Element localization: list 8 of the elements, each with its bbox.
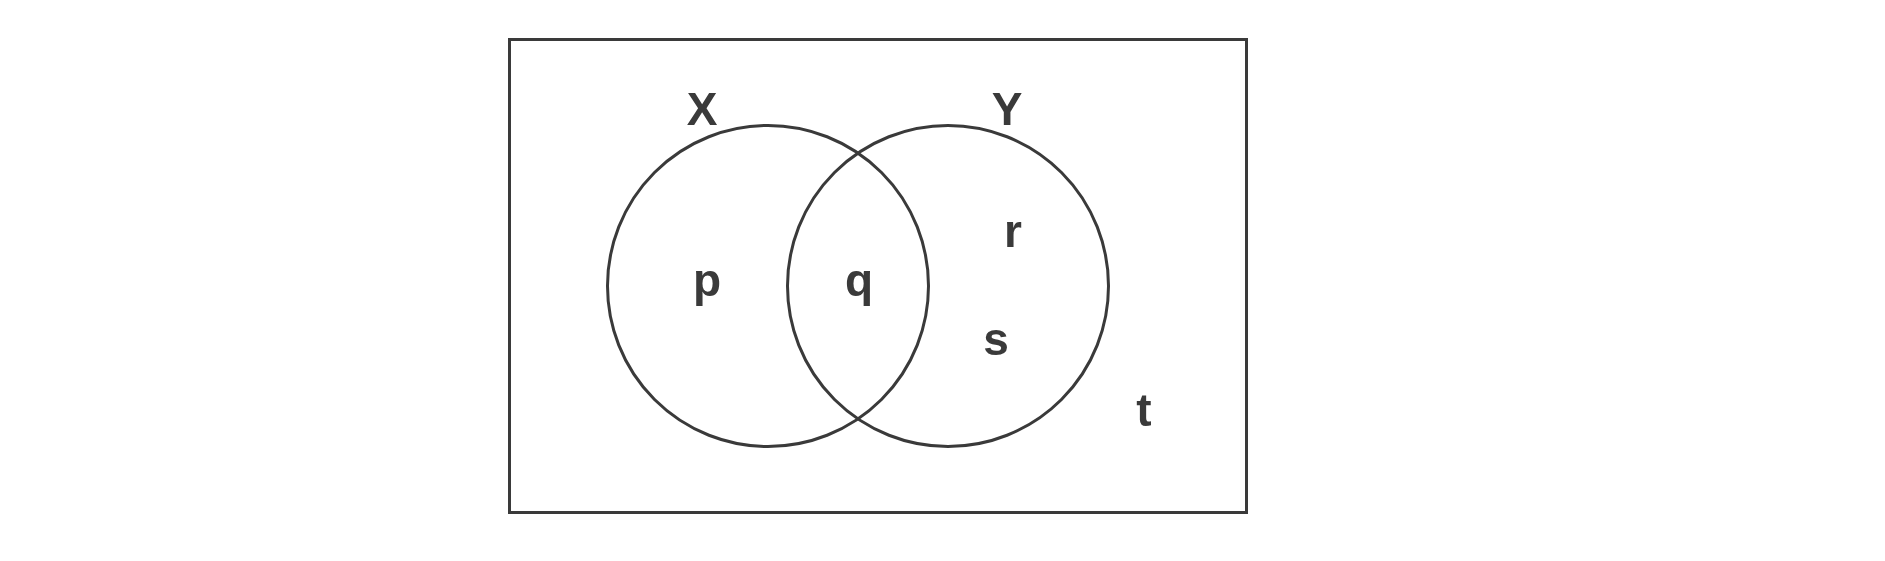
universal-set-rectangle: [508, 38, 1248, 514]
element-label: s: [983, 316, 1009, 363]
element-label: q: [844, 257, 874, 304]
set-label: Y: [991, 86, 1023, 133]
set-label: X: [686, 86, 718, 133]
element-label: t: [1136, 387, 1152, 434]
element-label: p: [692, 257, 722, 304]
element-label: r: [1004, 208, 1022, 255]
